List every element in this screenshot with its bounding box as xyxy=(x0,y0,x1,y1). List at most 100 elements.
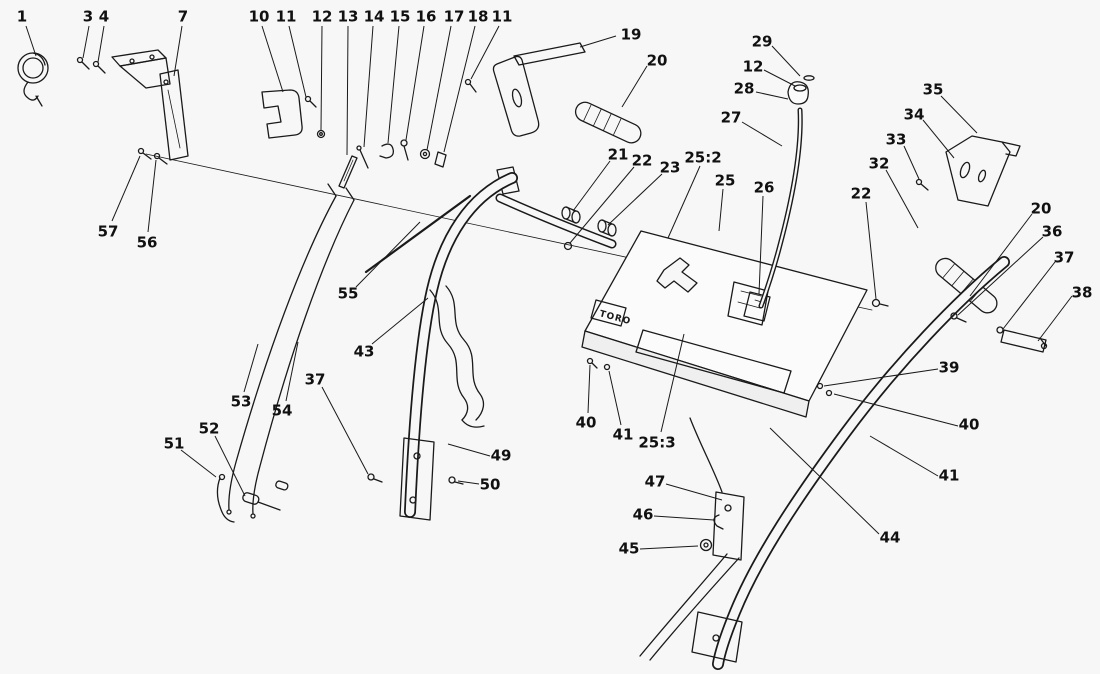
part-label-52: 52 xyxy=(199,420,220,438)
leader-line-37 xyxy=(321,386,369,475)
leader-line-1 xyxy=(25,25,37,57)
leader-line-21 xyxy=(572,160,611,212)
leader-line-25:2 xyxy=(667,165,701,239)
part-label-29: 29 xyxy=(752,33,773,51)
part-label-56: 56 xyxy=(137,234,158,252)
leader-line-14 xyxy=(363,25,374,148)
part-label-44: 44 xyxy=(880,529,901,547)
part-label-22: 22 xyxy=(851,185,872,203)
leader-line-43 xyxy=(371,297,429,345)
part-label-7: 7 xyxy=(178,8,188,26)
part-label-41: 41 xyxy=(613,426,634,444)
leader-line-16 xyxy=(405,25,425,141)
part-left-handle-tube xyxy=(404,172,518,518)
part-label-4: 4 xyxy=(99,8,109,26)
part-label-40: 40 xyxy=(959,416,980,434)
part-shift-lever xyxy=(758,75,815,309)
leader-line-29 xyxy=(771,45,801,77)
part-screws-3-4 xyxy=(76,56,106,74)
part-label-51: 51 xyxy=(164,435,185,453)
leader-line-33 xyxy=(903,145,920,180)
part-label-17: 17 xyxy=(444,8,465,26)
leader-line-55 xyxy=(355,221,421,288)
leader-lines-layer xyxy=(25,25,1073,550)
leader-line-7 xyxy=(173,25,183,77)
part-label-37: 37 xyxy=(1054,249,1075,267)
part-bolts-right xyxy=(950,312,1048,353)
part-panel-cable xyxy=(689,417,723,493)
part-label-28: 28 xyxy=(734,80,755,98)
leader-line-38 xyxy=(1037,295,1073,342)
part-label-16: 16 xyxy=(416,8,437,26)
part-label-47: 47 xyxy=(645,473,666,491)
part-label-50: 50 xyxy=(480,476,501,494)
part-label-3: 3 xyxy=(83,8,93,26)
leader-line-41 xyxy=(869,435,939,477)
leader-line-26 xyxy=(758,195,764,295)
leader-line-34 xyxy=(922,119,955,159)
part-label-1: 1 xyxy=(17,8,27,26)
leader-line-15 xyxy=(387,25,400,144)
leader-line-46 xyxy=(653,515,715,521)
leader-line-12 xyxy=(763,69,796,87)
leader-line-37 xyxy=(1002,261,1056,330)
leader-line-10 xyxy=(261,25,284,93)
part-label-13: 13 xyxy=(338,8,359,26)
part-label-53: 53 xyxy=(231,393,252,411)
part-label-20: 20 xyxy=(1031,200,1052,218)
part-plate-10 xyxy=(261,89,317,139)
leader-line-22 xyxy=(865,201,877,300)
part-left-tube-bracket xyxy=(367,437,464,521)
part-right-lever xyxy=(915,135,1021,207)
part-label-12: 12 xyxy=(312,8,333,26)
leader-line-47 xyxy=(665,483,723,501)
part-label-45: 45 xyxy=(619,540,640,558)
part-grip-20 xyxy=(574,101,642,144)
part-fasteners-12-18 xyxy=(316,78,477,189)
part-label-25:3: 25:3 xyxy=(638,434,675,452)
part-label-23: 23 xyxy=(660,159,681,177)
leader-line-28 xyxy=(755,91,789,100)
part-label-32: 32 xyxy=(869,155,890,173)
leader-line-41 xyxy=(608,370,622,426)
part-label-11: 11 xyxy=(492,8,513,26)
part-label-39: 39 xyxy=(939,359,960,377)
leader-line-39 xyxy=(823,368,939,387)
leader-line-52 xyxy=(214,435,246,497)
part-cross-tube xyxy=(495,193,617,249)
part-label-26: 26 xyxy=(754,179,775,197)
part-label-18: 18 xyxy=(468,8,489,26)
leader-line-45 xyxy=(639,545,699,550)
leader-line-40 xyxy=(587,364,591,414)
part-label-49: 49 xyxy=(491,447,512,465)
part-bracket-7 xyxy=(159,69,189,161)
part-label-14: 14 xyxy=(364,8,385,26)
leader-line-18 xyxy=(443,25,476,153)
leader-line-54 xyxy=(285,341,299,402)
part-label-54: 54 xyxy=(272,402,293,420)
part-label-25: 25 xyxy=(715,172,736,190)
part-label-12: 12 xyxy=(743,58,764,76)
leader-line-20 xyxy=(969,213,1033,297)
part-label-22: 22 xyxy=(632,152,653,170)
leader-line-19 xyxy=(579,35,617,48)
part-label-27: 27 xyxy=(721,109,742,127)
part-label-43: 43 xyxy=(354,343,375,361)
part-label-41: 41 xyxy=(939,467,960,485)
leader-line-51 xyxy=(180,449,217,478)
part-label-37: 37 xyxy=(305,371,326,389)
leader-line-12 xyxy=(320,25,323,131)
leader-line-49 xyxy=(447,443,491,457)
part-cable-loop xyxy=(17,52,49,107)
leader-line-27 xyxy=(741,121,783,147)
part-label-35: 35 xyxy=(923,81,944,99)
leader-line-23 xyxy=(607,173,663,226)
leader-line-57 xyxy=(111,155,141,222)
part-label-33: 33 xyxy=(886,131,907,149)
leader-line-11 xyxy=(470,25,500,80)
leader-line-53 xyxy=(243,343,259,393)
part-label-10: 10 xyxy=(249,8,270,26)
leader-line-40 xyxy=(833,393,959,427)
part-screws-56-57 xyxy=(137,147,168,165)
